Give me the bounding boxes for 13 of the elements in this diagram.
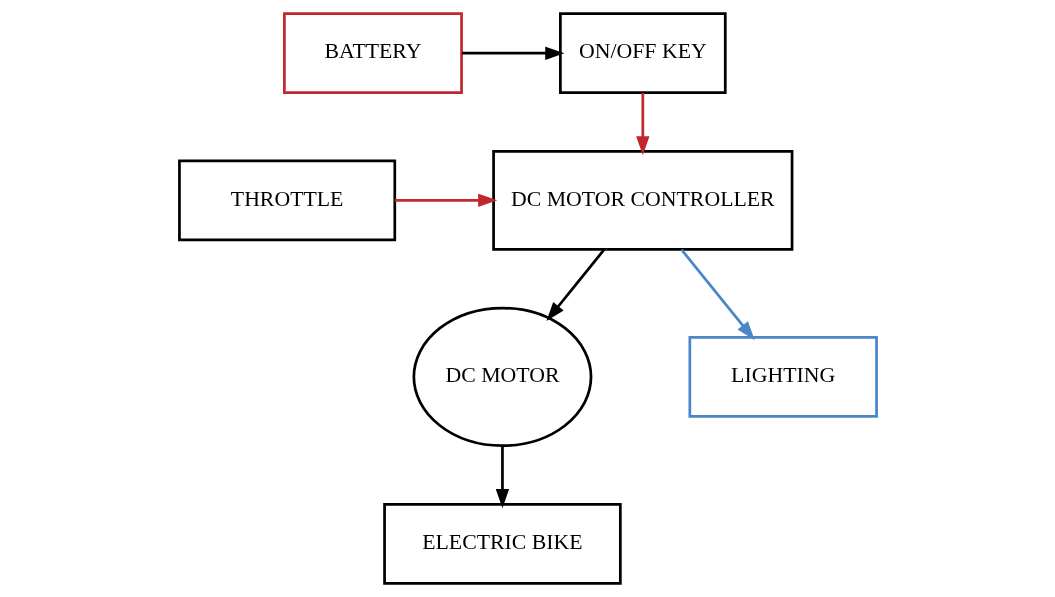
node-box: BATTERY bbox=[282, 12, 463, 95]
node-box: LIGHTING bbox=[687, 335, 878, 418]
arrow bbox=[635, 92, 649, 156]
arrow bbox=[545, 248, 605, 322]
node-ellipse: DC MOTOR bbox=[412, 306, 592, 448]
arrow bbox=[394, 193, 497, 208]
node-box: THROTTLE bbox=[177, 159, 396, 242]
arrow bbox=[495, 445, 509, 509]
node-box: ELECTRIC BIKE bbox=[382, 502, 622, 585]
node-box: DC MOTOR CONTROLLER bbox=[491, 149, 793, 251]
arrow bbox=[680, 248, 755, 341]
node-box: ON/OFF KEY bbox=[558, 12, 727, 95]
arrow bbox=[461, 46, 564, 60]
